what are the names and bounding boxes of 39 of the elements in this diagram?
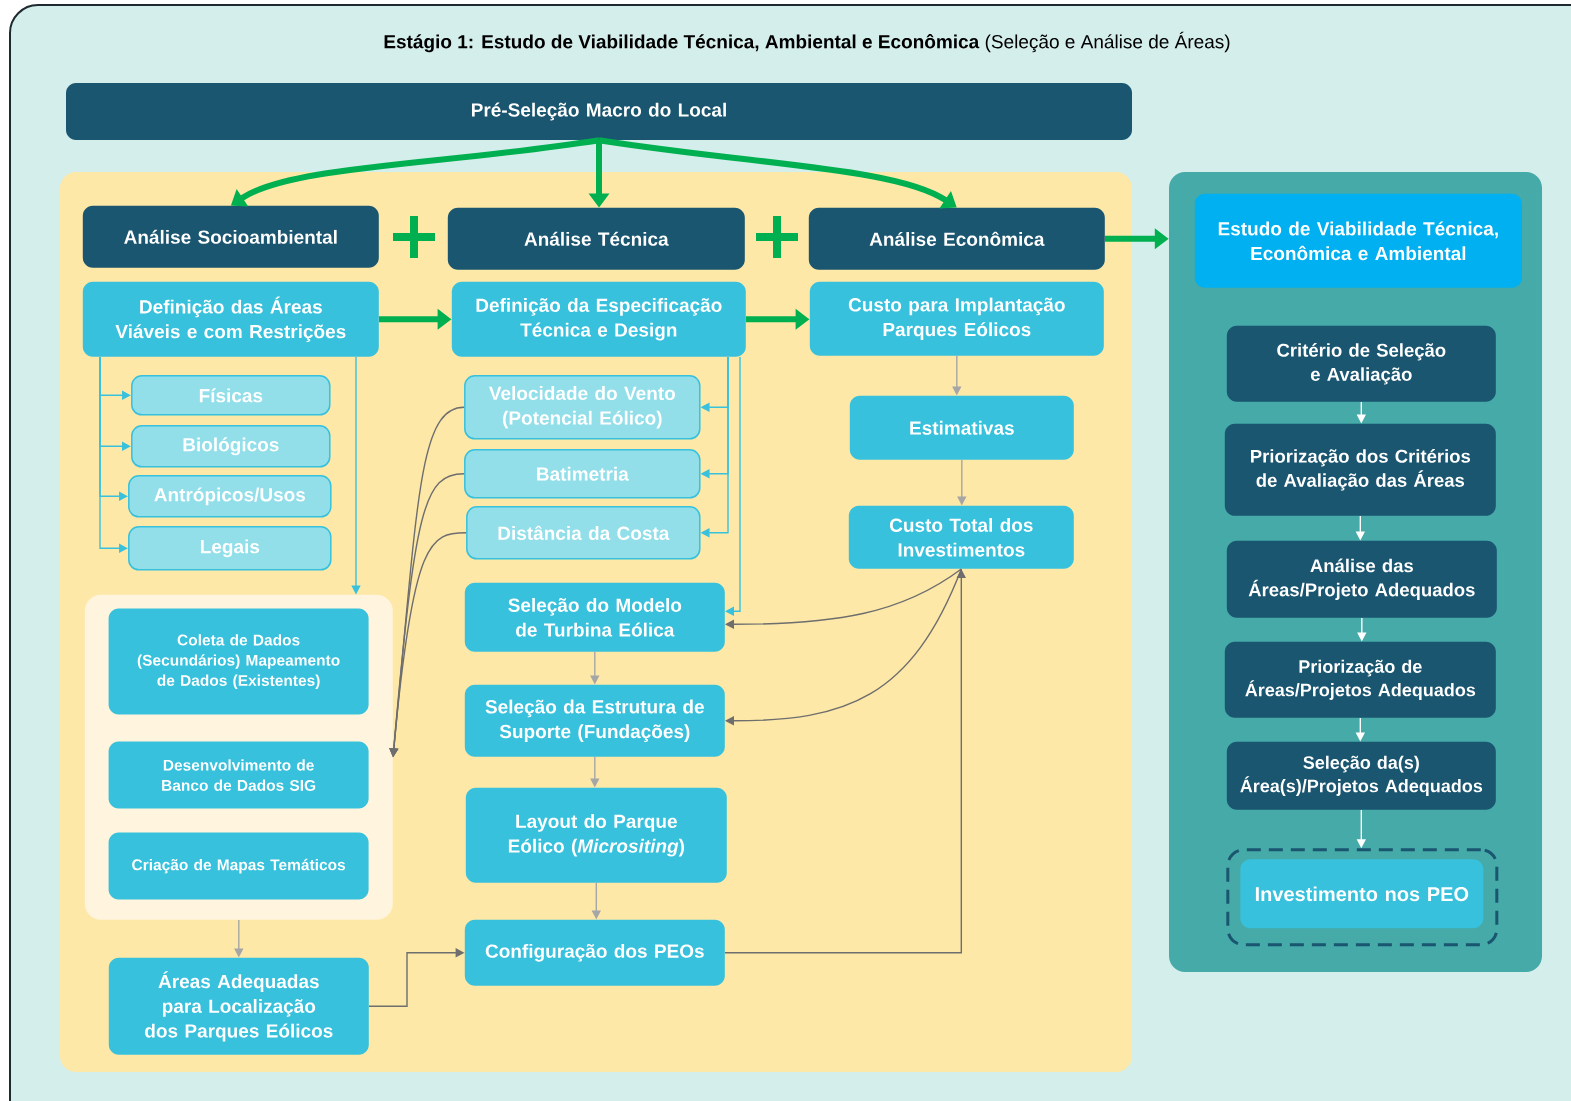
process-box: Definição da Especificação Técnica e Design [451, 281, 746, 357]
category-box: Batimetria [464, 449, 701, 499]
process-box: Estudo de Viabilidade Técnica, Econômica e Ambiental [1194, 193, 1522, 288]
process-box: Layout do Parque Eólico (Micrositing) [465, 787, 727, 883]
category-box: Biológicos [131, 425, 331, 468]
arrow [724, 569, 966, 954]
arrow [598, 137, 957, 209]
process-box: Criação de Mapas Temáticos [108, 832, 369, 900]
process-box: Estimativas [849, 395, 1074, 460]
process-box: Custo para Implantação Parques Eólicos [809, 281, 1104, 356]
category-box: Físicas [131, 375, 331, 416]
header-box: Seleção da(s) Área(s)/Projetos Adequados [1226, 741, 1496, 810]
category-box: Distância da Costa [466, 506, 701, 560]
arrow [725, 356, 741, 616]
process-box: Definição das Áreas Viáveis e com Restrições [82, 281, 379, 357]
arrow [725, 568, 962, 629]
dashed-frame [1226, 848, 1499, 947]
header-box: Análise Técnica [447, 207, 745, 270]
header-box: Priorização de Áreas/Projetos Adequados [1224, 641, 1496, 718]
header-box: Análise Socioambiental [82, 205, 379, 268]
title: Estágio 1: Estudo de Viabilidade Técnica, Ambiental e Econômica (Seleção e Análise de Áreas) [384, 31, 1230, 53]
header-box: Análise Econômica [808, 207, 1105, 270]
arrow [99, 356, 128, 553]
process-box: Seleção da Estrutura de Suporte (Fundações) [464, 684, 725, 757]
process-box: Custo Total dos Investimentos [848, 505, 1074, 569]
process-box: Seleção do Modelo de Turbina Eólica [464, 582, 725, 652]
process-box: Áreas Adequadas para Localização dos Parques Eólicos [108, 957, 369, 1055]
process-box: Desenvolvimento de Banco de Dados SIG [108, 741, 369, 809]
header-box: Critério de Seleção e Avaliação [1226, 325, 1496, 402]
process-box: Configuração dos PEOs [464, 919, 725, 986]
process-box: Coleta de Dados (Secundários) Mapeamento de Dados (Existentes) [108, 608, 369, 715]
arrow [725, 568, 962, 726]
category-box: Antrópicos/Usos [128, 475, 332, 518]
process-box: Investimento nos PEO [1240, 859, 1484, 929]
header-box: Análise das Áreas/Projeto Adequados [1226, 540, 1497, 618]
header-box: Pré-Seleção Macro do Local [66, 83, 1132, 140]
header-box: Priorização dos Critérios de Avaliação das Áreas [1224, 423, 1496, 516]
category-box: Velocidade do Vento (Potencial Eólico) [464, 375, 701, 440]
category-box: Legais [128, 526, 332, 571]
